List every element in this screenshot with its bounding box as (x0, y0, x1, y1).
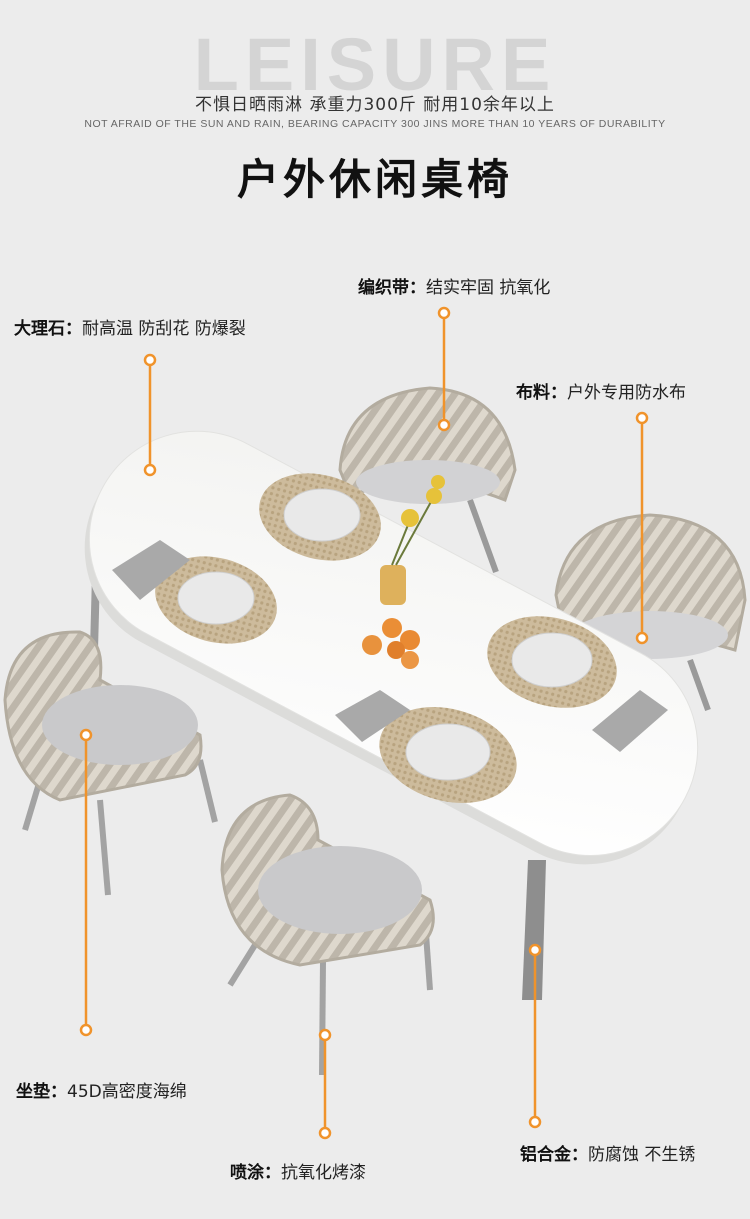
place-setting-right (487, 616, 668, 752)
leader-cushion (79, 728, 93, 1037)
leader-marble (143, 353, 157, 477)
callout-coating-desc: 抗氧化烤漆 (281, 1163, 366, 1183)
tagline-english: NOT AFRAID OF THE SUN AND RAIN, BEARING … (84, 118, 666, 130)
callout-cushion: 坐垫：45D高密度海绵 (16, 1077, 187, 1102)
leader-aluminum (528, 943, 542, 1129)
leader-fabric (635, 411, 649, 645)
callout-strap-label: 编织带： (358, 278, 426, 298)
chair-front-left (3, 630, 218, 896)
place-setting-left (112, 540, 277, 644)
callout-fabric-label: 布料： (516, 383, 567, 403)
main-title: 户外休闲桌椅 (236, 155, 513, 204)
callout-aluminum: 铝合金：防腐蚀 不生锈 (520, 1140, 695, 1165)
tagline-chinese: 不惧日晒雨淋 承重力300斤 耐用10余年以上 (195, 95, 555, 115)
place-setting-top (259, 473, 381, 561)
hero-word: LEISURE (193, 23, 557, 106)
callout-aluminum-label: 铝合金： (520, 1145, 588, 1165)
callout-aluminum-desc: 防腐蚀 不生锈 (588, 1145, 696, 1165)
chair-back-center (338, 386, 517, 574)
callout-leaders (79, 306, 649, 1140)
callout-marble-label: 大理石： (14, 319, 82, 339)
table-legs (90, 575, 546, 1000)
chair-front-center (220, 793, 435, 1076)
centerpiece (362, 475, 445, 669)
callout-fabric: 布料：户外专用防水布 (516, 378, 686, 403)
callout-marble: 大理石：耐高温 防刮花 防爆裂 (14, 314, 246, 339)
place-setting-bottom (335, 690, 517, 803)
leader-coating (318, 1028, 332, 1140)
callout-cushion-label: 坐垫： (16, 1082, 67, 1102)
callout-cushion-desc: 45D高密度海绵 (67, 1082, 187, 1102)
callout-coating: 喷涂：抗氧化烤漆 (230, 1158, 366, 1183)
callout-strap: 编织带：结实牢固 抗氧化 (358, 273, 550, 298)
callout-marble-desc: 耐高温 防刮花 防爆裂 (82, 319, 246, 339)
callout-strap-desc: 结实牢固 抗氧化 (426, 278, 551, 298)
leader-strap (437, 306, 451, 432)
callout-fabric-desc: 户外专用防水布 (567, 383, 686, 403)
callout-coating-label: 喷涂： (230, 1163, 281, 1183)
